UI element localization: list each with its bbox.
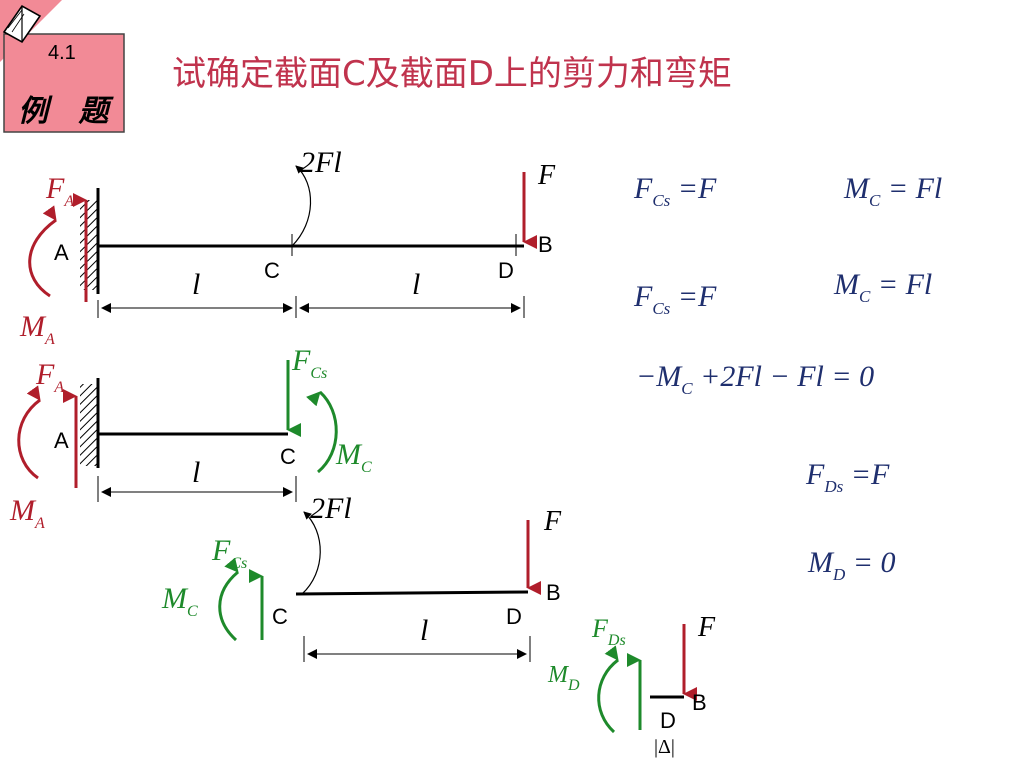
equation-moment-c-1: MC = Fl [844, 172, 943, 210]
internal-moment-arrow [306, 390, 338, 474]
beam [295, 590, 529, 596]
point-c-label: C [272, 604, 288, 629]
load-force-label: F [538, 160, 556, 191]
point-a-label: A [54, 428, 69, 453]
support-moment-label: MA [20, 310, 55, 348]
point-d-label: D [498, 258, 514, 283]
internal-moment-label: MD [548, 662, 580, 694]
internal-moment-label: MC [162, 582, 198, 620]
support-moment-arrow [17, 385, 41, 480]
shear-force-label: FCs [292, 344, 328, 382]
point-c-label: C [280, 444, 296, 469]
equation-shear-d: FDs =F [806, 458, 890, 496]
shear-force-label: FDs [592, 614, 626, 649]
shear-force-label: FCs [212, 534, 248, 572]
point-b-label: B [546, 580, 561, 605]
point-d-label: D [506, 604, 522, 629]
support-force-label: FA [46, 172, 75, 210]
applied-moment-arrow [301, 511, 321, 595]
support-force-label: FA [36, 358, 65, 396]
fixed-wall-hatch [80, 200, 98, 290]
example-number: 4.1 [48, 42, 76, 64]
dim-label: l [420, 614, 429, 647]
page-title: 试确定截面C及截面D上的剪力和弯矩 [172, 54, 732, 94]
diagram-4 [597, 624, 697, 734]
equation-moment-d: MD = 0 [808, 546, 896, 584]
badge-box [3, 33, 125, 133]
delta-label: |Δ| [654, 736, 675, 758]
point-a-label: A [54, 240, 69, 265]
diagram-3 [218, 511, 541, 662]
internal-moment-arrow [218, 557, 239, 642]
point-c-label: C [264, 258, 280, 283]
diagram-1 [28, 165, 537, 318]
dim-label-2: l [412, 268, 421, 301]
support-moment-arrow [28, 205, 57, 298]
point-b-label: B [692, 690, 707, 715]
point-d-label: D [660, 708, 676, 733]
equation-moment-balance: −MC +2Fl − Fl = 0 [636, 360, 875, 398]
fixed-wall-hatch [80, 384, 98, 466]
support-moment-label: MA [10, 494, 45, 532]
applied-moment-arrow [291, 165, 312, 247]
dim-label: l [192, 456, 201, 489]
point-b-label: B [538, 232, 553, 257]
equation-moment-c-2: MC = Fl [834, 268, 933, 306]
book-icon [2, 4, 42, 44]
equation-shear-c-2: FCs =F [634, 280, 717, 318]
load-force-label: F [544, 506, 562, 537]
diagram-2 [17, 360, 338, 502]
equation-shear-c-1: FCs =F [634, 172, 717, 210]
applied-moment-label: 2Fl [300, 146, 342, 179]
load-force-label: F [698, 612, 716, 643]
dim-label-1: l [192, 268, 201, 301]
internal-moment-arrow [597, 645, 619, 734]
example-badge [0, 0, 125, 133]
example-label: 例 题 [18, 94, 119, 129]
applied-moment-label: 2Fl [310, 492, 352, 525]
internal-moment-label: MC [336, 438, 372, 476]
